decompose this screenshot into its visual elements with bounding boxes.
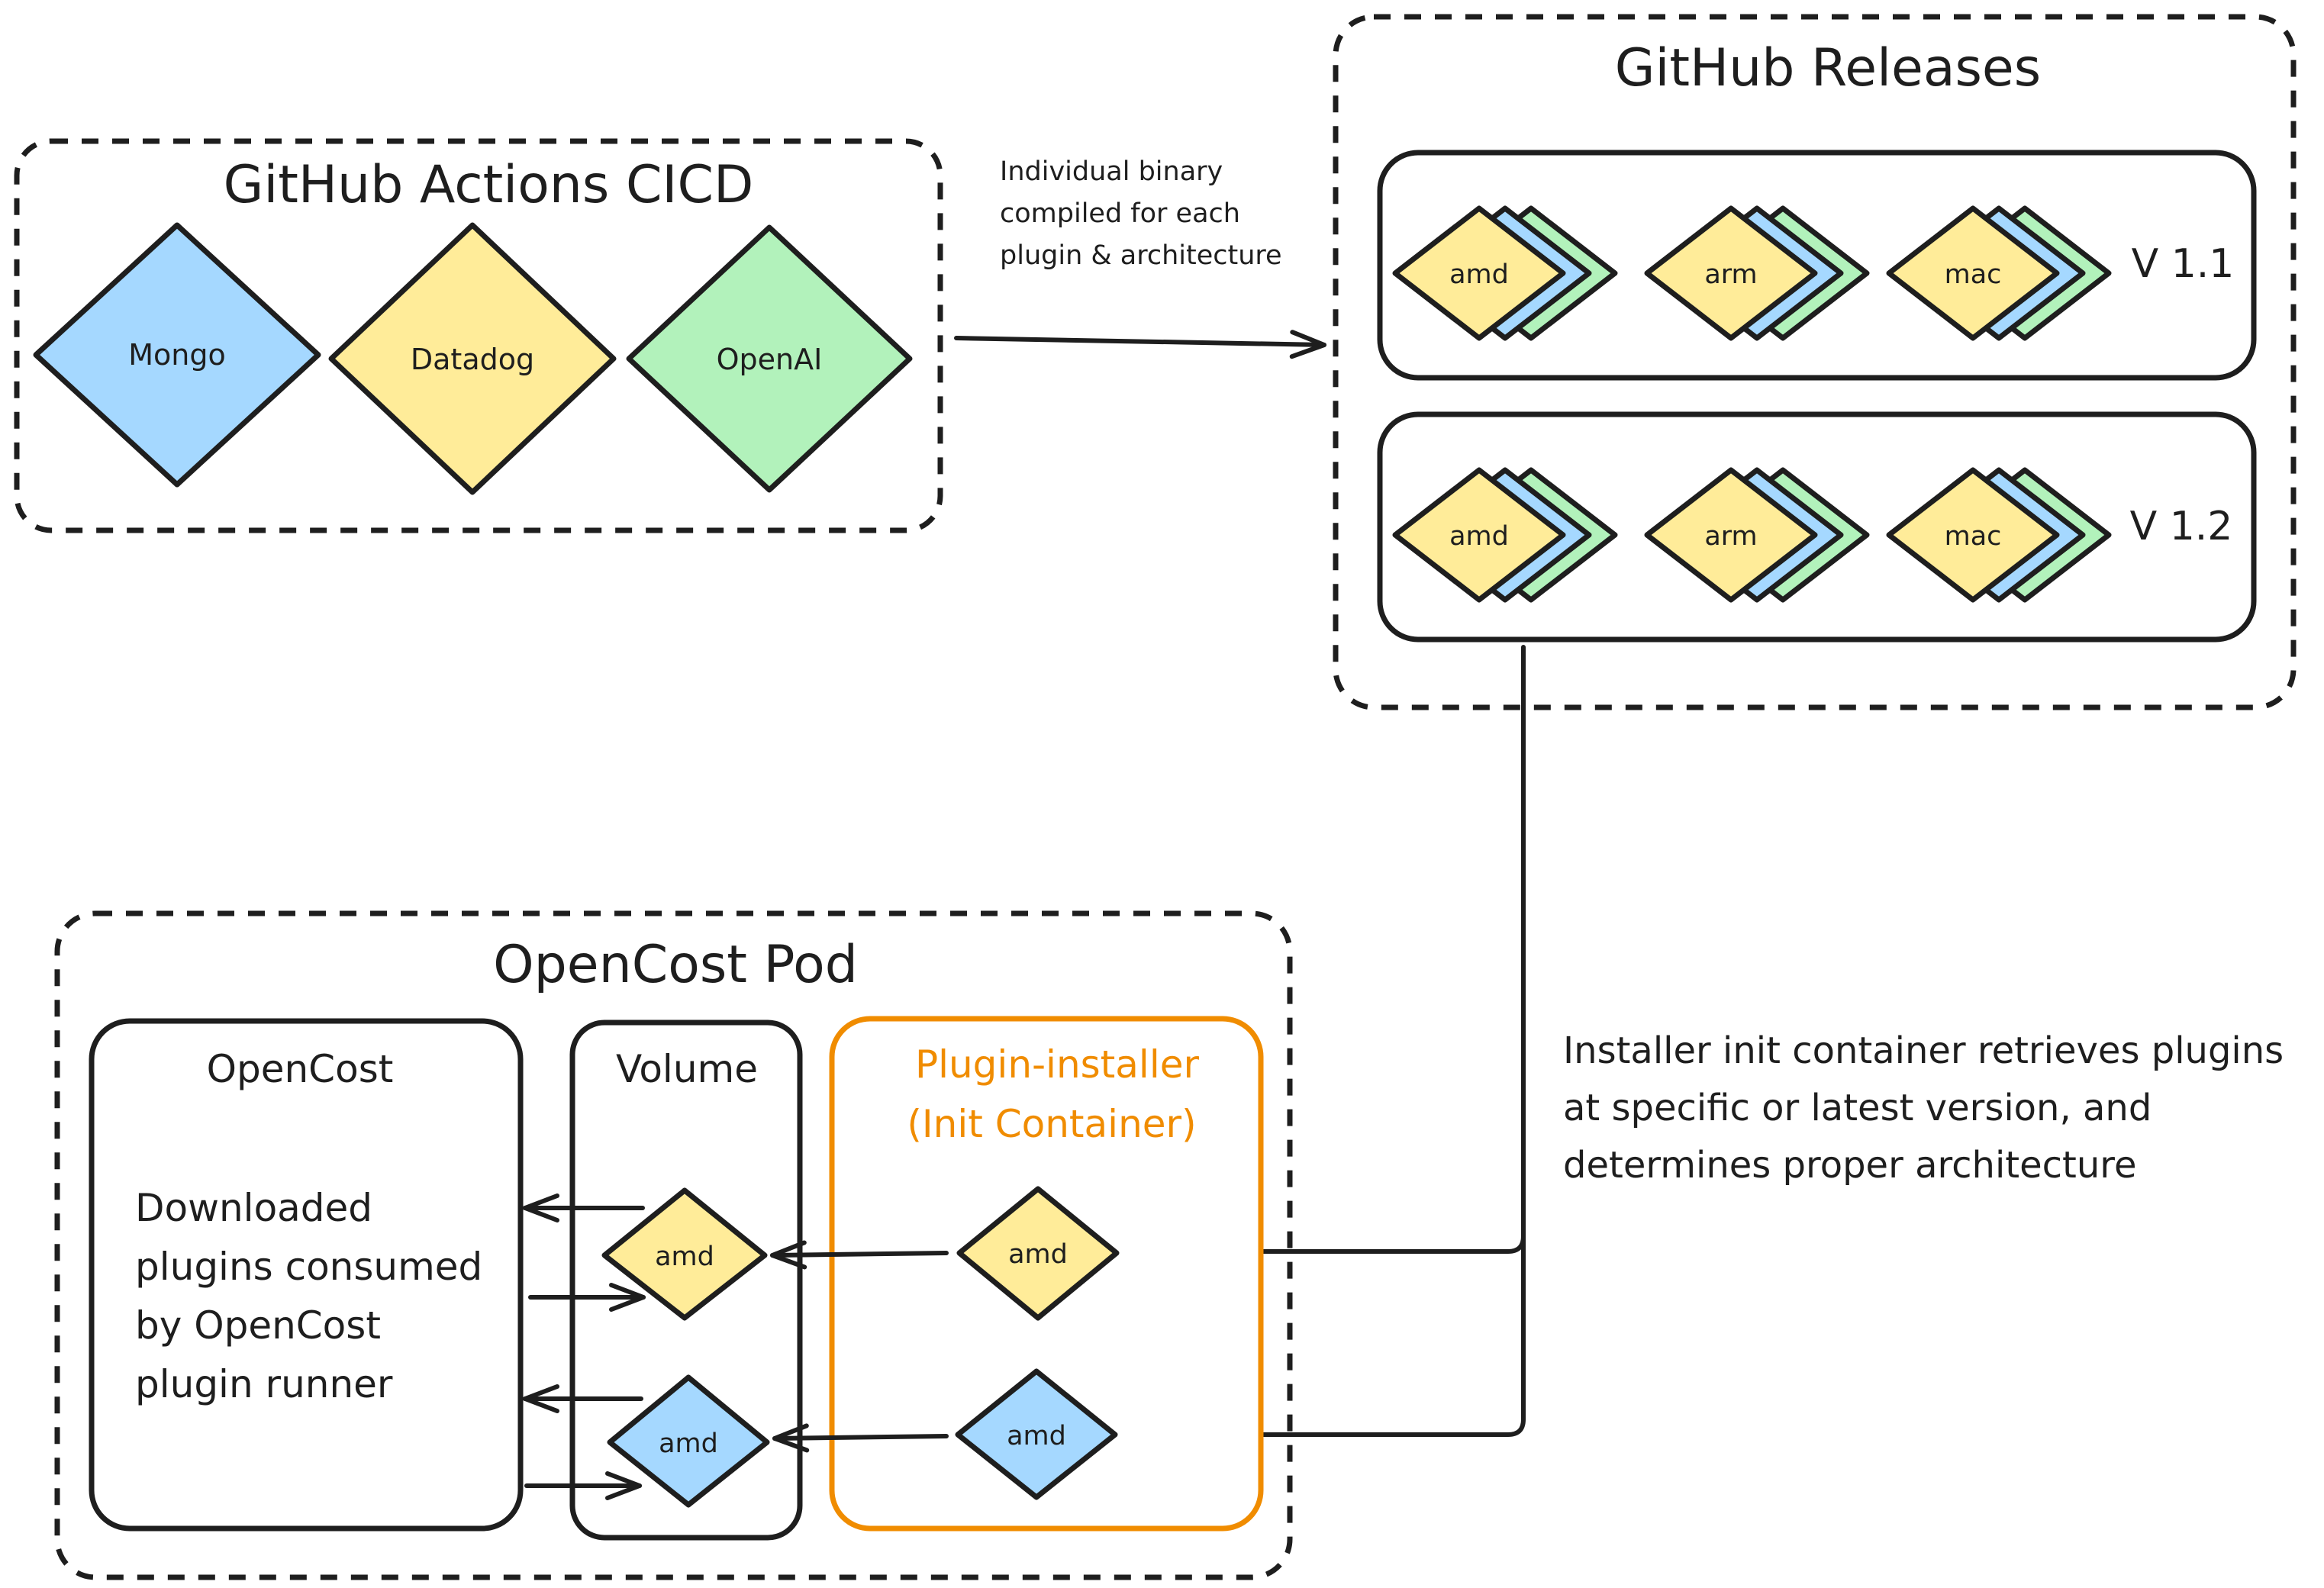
release-artifact-diamond xyxy=(1644,205,1818,341)
pod-group-frame xyxy=(54,910,1293,1580)
opencost-description-line: Downloaded xyxy=(135,1186,373,1230)
installer-item-1: amd xyxy=(956,1186,1120,1321)
installer-diamond-shape xyxy=(956,1186,1120,1321)
plugin-diamond-openai: OpenAI xyxy=(626,224,913,493)
installer-item-2: amd xyxy=(955,1368,1118,1500)
volume-box-title: Volume xyxy=(616,1047,758,1091)
installer-diamond-label: amd xyxy=(1007,1421,1066,1451)
release-artifact-label: arm xyxy=(1704,521,1757,552)
release-artifact-label: arm xyxy=(1704,259,1757,290)
volume-diamond-label: amd xyxy=(655,1242,714,1272)
build-note: Individual binary compiled for each plug… xyxy=(1000,151,1282,277)
volume-item-2: amd xyxy=(607,1374,770,1508)
copy-arrow-2 xyxy=(772,1423,949,1453)
plugin-label: Datadog xyxy=(411,343,534,376)
install-connector xyxy=(1126,645,1526,1449)
release-artifact-stack: mac xyxy=(1886,205,2112,341)
opencost-description-line: plugin runner xyxy=(135,1362,393,1406)
release-version-v12: V 1.2 xyxy=(2130,504,2233,549)
build-arrow xyxy=(954,330,1326,359)
installer-diamond-label: amd xyxy=(1008,1239,1068,1270)
release-artifact-diamond xyxy=(1886,205,2060,341)
release-artifact-label: amd xyxy=(1449,521,1509,552)
build-note-line: Individual binary xyxy=(1000,156,1223,187)
installer-note-line: Installer init container retrieves plugi… xyxy=(1563,1029,2284,1072)
installer-note-line: determines proper architecture xyxy=(1563,1144,2137,1187)
release-artifact-stack: amd xyxy=(1392,205,1618,341)
release-artifact-label: mac xyxy=(1945,521,2002,552)
plugin-diamond-shape xyxy=(626,224,913,493)
plugin-diamond-shape xyxy=(33,222,321,488)
build-note-line: plugin & architecture xyxy=(1000,240,1282,271)
releases-group-title: GitHub Releases xyxy=(1615,38,2041,98)
opencost-description-line: by OpenCost xyxy=(135,1303,381,1348)
opencost-box-title: OpenCost xyxy=(207,1047,394,1091)
release-stacks: amd arm mac amd arm mac xyxy=(1392,205,2112,603)
volume-diamond-shape xyxy=(607,1374,770,1508)
opencost-box xyxy=(89,1018,524,1532)
build-note-line: compiled for each xyxy=(1000,198,1240,229)
release-artifact-stack: mac xyxy=(1886,467,2112,603)
actions-group-title: GitHub Actions CICD xyxy=(224,155,754,215)
release-artifact-diamond xyxy=(1644,467,1818,603)
plugin-label: OpenAI xyxy=(717,343,823,376)
plugin-label: Mongo xyxy=(128,338,226,372)
release-artifact-diamond xyxy=(1392,467,1566,603)
installer-box-title: Plugin-installer xyxy=(915,1042,1200,1087)
release-artifact-stack: amd xyxy=(1392,467,1618,603)
opencost-description: Downloaded plugins consumed by OpenCost … xyxy=(135,1179,482,1414)
release-version-v11: V 1.1 xyxy=(2132,241,2235,287)
copy-arrow-1 xyxy=(770,1240,949,1270)
plugin-diamond-shape xyxy=(328,222,617,495)
installer-diamond-shape xyxy=(955,1368,1118,1500)
release-artifact-stack: arm xyxy=(1644,205,1870,341)
release-artifact-label: amd xyxy=(1449,259,1509,290)
pod-group: OpenCost Pod OpenCost Volume Plugin-inst… xyxy=(54,910,1293,1580)
opencost-description-line: plugins consumed xyxy=(135,1245,483,1289)
release-artifact-diamond xyxy=(1886,467,2060,603)
installer-note: Installer init container retrieves plugi… xyxy=(1563,1023,2284,1194)
actions-group: GitHub Actions CICD Mongo Datadog OpenAI xyxy=(14,138,943,533)
actions-group-frame xyxy=(14,138,943,533)
install-branch xyxy=(1126,1234,1526,1449)
pod-group-title: OpenCost Pod xyxy=(493,935,858,995)
releases-group-frame xyxy=(1333,14,2297,710)
plugin-diamond-mongo: Mongo xyxy=(33,222,321,488)
installer-note-line: at specific or latest version, and xyxy=(1563,1087,2152,1129)
release-artifact-stack: arm xyxy=(1644,467,1870,603)
volume-diamond-label: amd xyxy=(659,1429,718,1459)
plugin-diamond-datadog: Datadog xyxy=(328,222,617,495)
release-artifact-diamond xyxy=(1392,205,1566,341)
installer-box-subtitle: (Init Container) xyxy=(907,1102,1196,1146)
release-artifact-label: mac xyxy=(1945,259,2002,290)
